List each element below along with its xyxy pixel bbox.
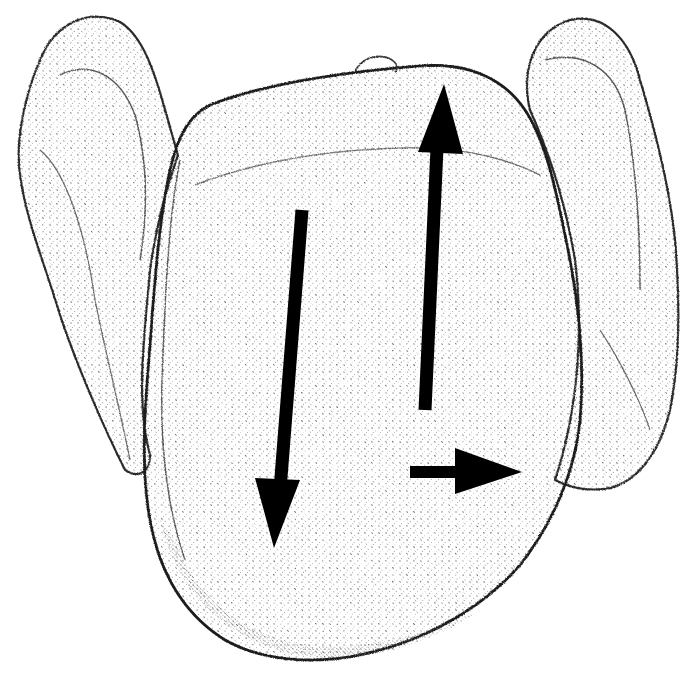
central-body <box>144 56 581 660</box>
